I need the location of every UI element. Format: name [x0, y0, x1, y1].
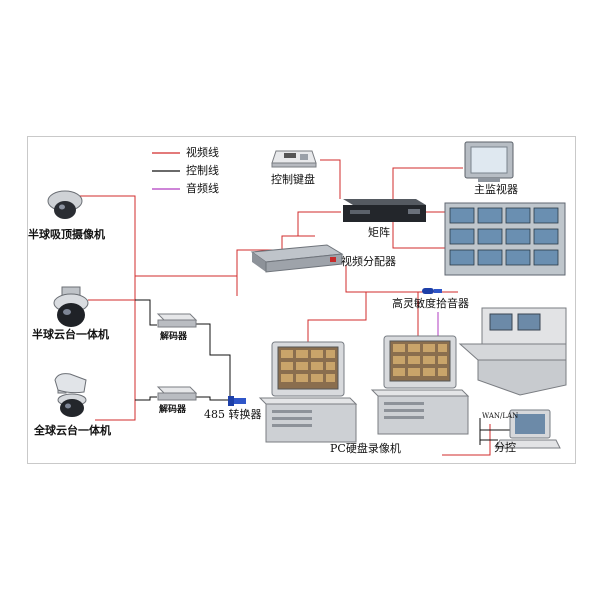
video-wiring [78, 159, 491, 456]
matrix-icon [343, 199, 426, 222]
matrix-label: 矩阵 [368, 226, 390, 239]
dome-camera-icon [47, 190, 83, 219]
main-monitor-label: 主监视器 [474, 183, 518, 196]
legend-audio-label: 音频线 [186, 182, 219, 195]
decoder-bottom-label: 解码器 [159, 405, 187, 415]
console-icon [458, 307, 567, 396]
keyboard-icon [271, 150, 317, 168]
decoder-bottom-icon [156, 386, 198, 401]
legend-control-label: 控制线 [186, 164, 219, 177]
control-wiring [135, 299, 510, 445]
dvr-right-icon [370, 335, 470, 435]
legend-video-label: 视频线 [186, 146, 219, 159]
half-ptz-camera-icon [53, 286, 89, 327]
keyboard-label: 控制键盘 [271, 173, 315, 186]
converter-icon [228, 396, 246, 406]
lan-label: WAN/LAN [482, 412, 519, 420]
splitter-icon [250, 244, 344, 273]
main-monitor-icon [464, 141, 514, 182]
sub-control-label: 分控 [494, 441, 516, 454]
splitter-label: 视频分配器 [341, 255, 396, 268]
decoder-top-icon [156, 313, 198, 328]
dvr-left-icon [258, 341, 358, 443]
sub-control-icon [495, 409, 561, 449]
full-ptz-camera-icon [54, 373, 87, 417]
half-ptz-label: 半球云台一体机 [32, 328, 109, 341]
dome-camera-label: 半球吸顶摄像机 [28, 228, 105, 241]
legend [152, 152, 180, 190]
full-ptz-label: 全球云台一体机 [34, 424, 111, 437]
mic-label: 高灵敏度拾音器 [392, 297, 469, 310]
decoder-top-label: 解码器 [160, 332, 188, 342]
mic-icon [422, 288, 442, 294]
video-wall-icon [444, 202, 566, 276]
converter-label: 485 转换器 [204, 408, 262, 421]
dvr-label: PC硬盘录像机 [330, 442, 401, 455]
